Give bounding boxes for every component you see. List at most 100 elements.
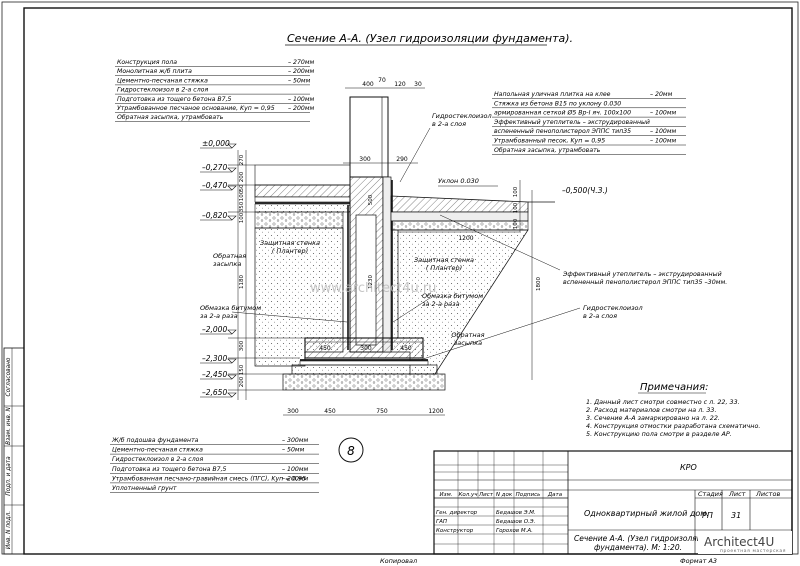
label-bitumen-left: Обмазка битумом — [200, 304, 261, 312]
bottom-layer-table: Ж/б подошва фундамента– 300ммЦементно-пе… — [110, 436, 319, 493]
side-stamp-label: Инв. N подл. — [6, 511, 12, 549]
label-bitumen-right: Обмазка битумом — [422, 292, 483, 300]
logo-box — [698, 531, 792, 554]
footer-copied: Копировал — [380, 557, 417, 565]
tb-code: КРО — [680, 463, 697, 472]
outdoor-slope — [390, 195, 529, 213]
right-layer-name: Эффективный утеплитель – экструдированны… — [493, 119, 650, 126]
left-layer-name: Обратная засыпка, утрамбовать — [117, 113, 224, 121]
left-layer-value: – 200мм — [288, 105, 315, 112]
floor-slab — [254, 184, 351, 198]
tb-sheet-title-1: Сечение А-А. (Узел гидроизоляции — [574, 534, 712, 543]
outdoor-sand — [390, 220, 529, 231]
dimension-text: 300 — [287, 408, 299, 415]
side-stamp-label: Подп. и дата — [6, 456, 12, 496]
level-mark: –2,650 — [202, 388, 227, 397]
floor-lean-concrete — [254, 203, 351, 213]
footing-gravel — [282, 373, 446, 391]
title-block — [433, 450, 793, 555]
level-triangle — [227, 374, 237, 380]
level-mark: –2,450 — [202, 370, 227, 379]
bottom-layer-name: Гидростеклоизол в 2-а слоя — [112, 456, 203, 463]
note-item: 3. Сечение А-А замаркировано на л. 22. — [586, 414, 720, 422]
note-item: 4. Конструкция отмостки разработана схем… — [586, 422, 760, 430]
right-layer-name: Утрамбованный песок, Kуп = 0,95 — [494, 137, 605, 145]
note-item: 1. Данный лист смотри совместно с л. 22,… — [586, 398, 740, 406]
left-layer-value: – 200мм — [288, 68, 315, 75]
dimension-text: 300 — [359, 156, 371, 163]
tb-header-cell: Кол.уч — [458, 492, 478, 498]
dimension-text: 300 — [239, 340, 245, 351]
left-layer-name: Гидростеклоизол в 2-а слоя — [117, 87, 208, 94]
dimension-text: 100 — [513, 186, 519, 197]
left-layer-value: – 100мм — [288, 96, 315, 103]
level-triangle — [227, 185, 237, 191]
left-layer-value: – 270мм — [288, 59, 315, 66]
dimension-text: 150 — [239, 364, 245, 375]
dimension-text: 100 — [239, 190, 245, 201]
dimension-text: 450 — [319, 345, 331, 352]
label-protect-left: Защитная стенка — [260, 239, 320, 247]
tb-sheet-label: Лист — [728, 490, 746, 498]
level-mark: –0,470 — [202, 181, 227, 190]
label-insulation: Эффективный утеплитель – экструдированны… — [562, 271, 722, 278]
dimension-text: 450 — [324, 408, 336, 415]
side-stamp-label: Согласовано — [6, 357, 12, 396]
dimension-text: 350 — [239, 201, 245, 212]
dimension-text: 1230 — [368, 275, 374, 289]
label-backfill-left: Обратная — [213, 252, 246, 260]
label-hydro-top: Гидростеклоизол — [432, 112, 492, 120]
bottom-layer-value: – 50мм — [282, 447, 305, 454]
notes-list: 1. Данный лист смотри совместно с л. 22,… — [586, 398, 760, 438]
side-stamp-label: Взам. инв. N — [6, 407, 12, 445]
label-slope: Уклон 0.030 — [438, 177, 479, 185]
dimension-text: 1200 — [458, 235, 473, 242]
left-layer-name: Утрамбованное песчаное основание, Kуп = … — [117, 104, 275, 112]
bottom-layer-name: Уплотненный грунт — [112, 485, 177, 492]
leader-hydro-right — [419, 307, 581, 361]
level-mark: –2,000 — [202, 325, 227, 334]
dimension-text: 1200 — [428, 408, 443, 415]
tb-person-name: Горохов М.А. — [496, 528, 533, 534]
right-layer-table: Напольная уличная плитка на клее– 20ммСт… — [492, 91, 686, 155]
tb-header-cell: Дата — [547, 492, 563, 498]
label-protect-right: ( Плантер) — [426, 264, 462, 272]
label-protect-left: ( Плантер) — [272, 247, 308, 255]
dimension-text: 750 — [376, 408, 388, 415]
note-item: 5. Конструкцию пола смотри в разделе АР. — [586, 430, 732, 438]
label-hydro-top: в 2-а слоя — [432, 120, 466, 128]
right-layer-name: Стяжка из бетона В15 по уклону 0.030 — [494, 99, 621, 107]
dimension-text: 270 — [239, 154, 245, 165]
logo-name: Architect4U — [704, 535, 774, 549]
tb-person-role: Конструктор — [436, 528, 474, 534]
dimension-text: 30 — [414, 81, 422, 88]
tb-header-cell: Подпись — [516, 492, 541, 498]
tb-header-cell: Изм. — [440, 492, 453, 498]
level-triangle — [227, 167, 237, 173]
dimension-text: 500 — [368, 194, 374, 205]
bottom-layer-value: – 100мм — [282, 466, 309, 473]
label-protect-right: Защитная стенка — [414, 256, 474, 264]
dimension-text: 100 — [239, 212, 245, 223]
bottom-layer-value: – 300мм — [282, 437, 309, 444]
dimension-text: 1180 — [239, 275, 245, 289]
bottom-layer-value: – 200мм — [282, 475, 309, 482]
tb-header-cell: Лист — [478, 492, 494, 498]
label-hydro-right: Гидростеклоизол — [583, 304, 643, 312]
tb-person-name: Бедашов О.Э. — [496, 519, 536, 525]
level-right: –0,500(Ч.З.) — [562, 186, 608, 195]
left-layer-name: Монолитная ж/б плита — [117, 67, 192, 75]
label-backfill-left: засыпка — [213, 260, 241, 268]
footing-lean-concrete — [291, 364, 438, 375]
floor-construction — [254, 164, 351, 186]
dimension-text: 120 — [394, 81, 406, 88]
bottom-layer-name: Ж/б подошва фундамента — [111, 436, 199, 444]
footing-screed — [299, 360, 429, 366]
right-layer-value: – 100мм — [650, 138, 677, 145]
tb-sheets-label: Листов — [755, 490, 780, 498]
level-mark: –2,300 — [202, 354, 227, 363]
